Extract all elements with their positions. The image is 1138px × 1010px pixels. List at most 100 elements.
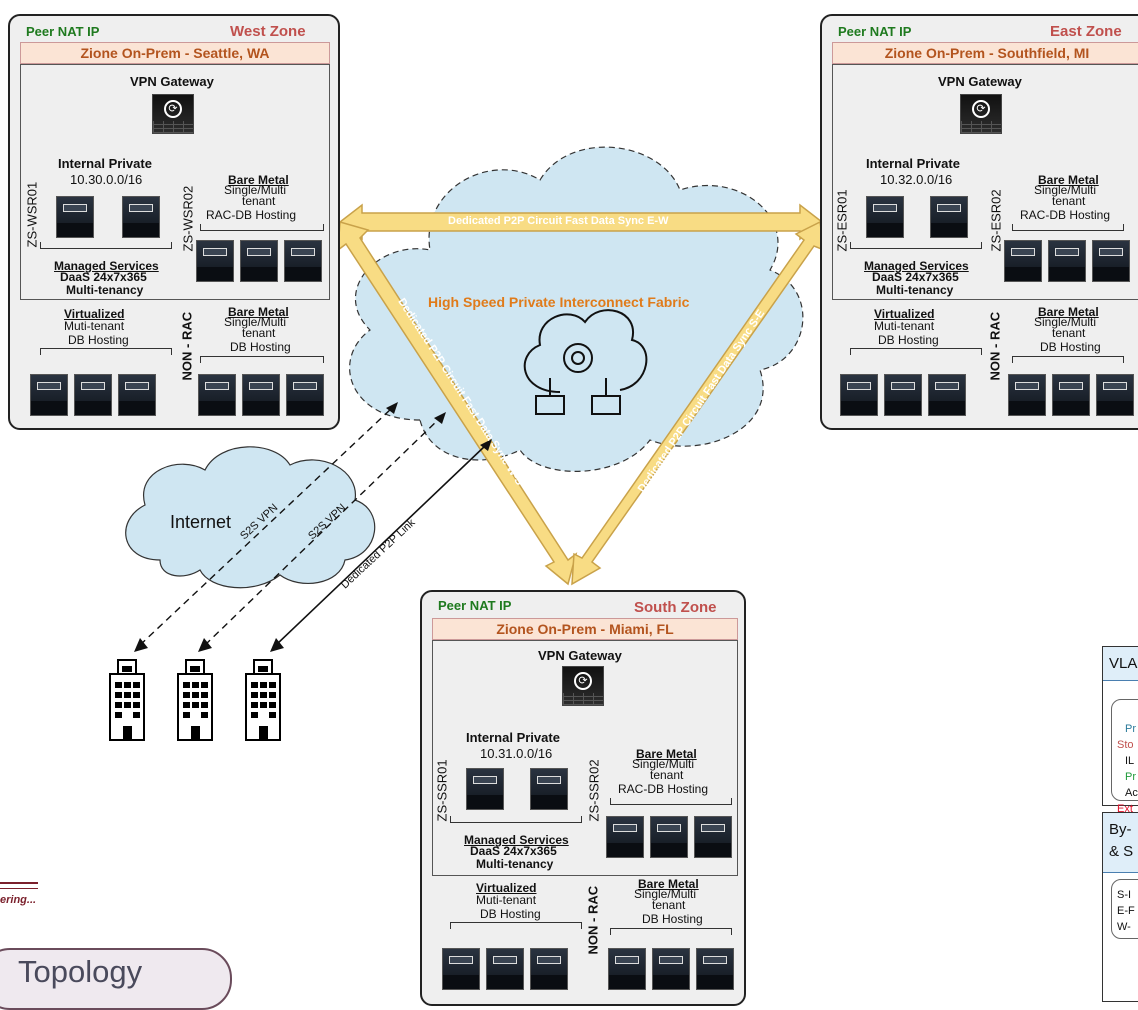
east-bm-top-title: Bare Metal	[1038, 173, 1099, 187]
south-ssr02-server	[530, 768, 568, 810]
bypass-panel: By- & S S-I E-F W-	[1102, 812, 1138, 1002]
east-ssr02-server	[930, 196, 968, 238]
south-vpn-box	[432, 640, 738, 876]
west-bm-top-line3: tenant	[242, 194, 276, 208]
south-bm-top-bracket	[610, 798, 732, 805]
south-bm-bottom-server-1	[608, 948, 646, 990]
west-firewall-icon: ⟳	[152, 94, 194, 134]
west-bm-top-bracket	[200, 224, 324, 231]
east-vpn-gateway-label: VPN Gateway	[938, 74, 1022, 89]
west-bm-bottom-title: Bare Metal	[228, 305, 289, 319]
west-internal-cidr: 10.30.0.0/16	[70, 172, 143, 187]
west-peer-nat-ip: Peer NAT IP	[26, 24, 100, 39]
east-bm-bottom-title: Bare Metal	[1038, 305, 1099, 319]
east-bm-bottom-line4: DB Hosting	[1040, 340, 1101, 354]
vlan-list-box	[1111, 699, 1138, 801]
south-virt-bracket	[450, 922, 582, 929]
west-ssr02-label: ZS-WSR02	[180, 185, 196, 252]
east-virt-line3: DB Hosting	[878, 333, 939, 347]
west-bm-top-server-1	[196, 240, 234, 282]
fabric-title: High Speed Private Interconnect Fabric	[428, 294, 690, 310]
topology-button[interactable]: Topology	[0, 948, 232, 1010]
south-bm-bottom-line3: tenant	[652, 898, 686, 912]
south-bm-top-line4: RAC-DB Hosting	[618, 782, 709, 796]
east-virt-title: Virtualized	[874, 307, 935, 321]
circuit-ew-label: Dedicated P2P Circuit Fast Data Sync E-W	[448, 215, 669, 227]
bypass-item: S-I	[1117, 889, 1132, 901]
west-bm-bottom-line4: DB Hosting	[230, 340, 291, 354]
vlan-item: Pr	[1125, 723, 1136, 735]
south-managed-bracket	[450, 816, 582, 823]
south-virt-line3: DB Hosting	[480, 907, 541, 921]
south-bm-top-line3: tenant	[650, 768, 684, 782]
west-ssr01-label: ZS-WSR01	[24, 181, 40, 248]
south-bm-bottom-server-2	[652, 948, 690, 990]
building-icon	[177, 659, 213, 741]
south-internal-private-label: Internal Private	[466, 730, 560, 745]
south-peer-nat-ip: Peer NAT IP	[438, 598, 512, 613]
west-managed-bracket	[40, 242, 172, 249]
south-zone-name: South Zone	[634, 599, 717, 616]
west-site-title: Zione On-Prem - Seattle, WA	[20, 42, 330, 64]
s2s-vpn-line-1	[139, 407, 393, 646]
south-bm-bottom-line2: Single/Multi	[634, 887, 697, 901]
west-virt-bracket	[40, 348, 172, 355]
south-site-title: Zione On-Prem - Miami, FL	[432, 618, 738, 640]
bypass-list-box	[1111, 879, 1138, 939]
south-firewall-icon: ⟳	[562, 666, 604, 706]
vlan-panel: VLA Pr Sto IL Pr Ac Ext	[1102, 646, 1138, 815]
east-nonrac-label: NON - RAC	[987, 311, 1003, 381]
west-bm-top-server-3	[284, 240, 322, 282]
brand-rule	[0, 882, 38, 884]
east-bm-bottom-server-2	[1052, 374, 1090, 416]
east-bm-top-line3: tenant	[1052, 194, 1086, 208]
east-internal-private-label: Internal Private	[866, 156, 960, 171]
west-ssr02-server	[122, 196, 160, 238]
south-virt-server-3	[530, 948, 568, 990]
west-bm-bottom-bracket	[200, 356, 324, 363]
west-nonrac-label: NON - RAC	[179, 311, 195, 381]
south-bm-top-server-2	[650, 816, 688, 858]
east-site-title: Zione On-Prem - Southfield, MI	[832, 42, 1138, 64]
west-virt-title: Virtualized	[64, 307, 125, 321]
west-bm-top-title: Bare Metal	[228, 173, 289, 187]
south-managed-line2: DaaS 24x7x365	[470, 844, 557, 858]
south-bm-bottom-server-3	[696, 948, 734, 990]
south-bm-bottom-line4: DB Hosting	[642, 912, 703, 926]
south-nonrac-label: NON - RAC	[585, 885, 601, 955]
east-bm-bottom-line3: tenant	[1052, 326, 1086, 340]
s2s-vpn-line-2	[204, 417, 441, 646]
south-ssr01-server	[466, 768, 504, 810]
vlan-panel-title: VLA	[1109, 655, 1138, 672]
vlan-item: Ac	[1125, 787, 1138, 799]
east-bm-top-bracket	[1012, 224, 1124, 231]
east-zone-name: East Zone	[1050, 23, 1122, 40]
east-bm-top-line4: RAC-DB Hosting	[1020, 208, 1111, 222]
building-icon	[109, 659, 145, 741]
east-firewall-icon: ⟳	[960, 94, 1002, 134]
east-bm-top-line2: Single/Multi	[1034, 183, 1097, 197]
bypass-panel-title-2: & S	[1109, 843, 1134, 860]
south-managed-title: Managed Services	[464, 833, 569, 847]
east-ssr01-label: ZS-ESR01	[834, 189, 850, 252]
east-vpn-box	[832, 64, 1138, 300]
east-ssr02-label: ZS-ESR02	[988, 189, 1004, 252]
vlan-panel-header: VLA	[1103, 647, 1138, 681]
south-ssr01-label: ZS-SSR01	[434, 759, 450, 822]
west-bm-bottom-server-3	[286, 374, 324, 416]
south-bm-top-title: Bare Metal	[636, 747, 697, 761]
east-bm-bottom-server-3	[1096, 374, 1134, 416]
east-internal-cidr: 10.32.0.0/16	[880, 172, 953, 187]
topology-label: Topology	[18, 954, 143, 989]
west-managed-line3: Multi-tenancy	[66, 283, 144, 297]
west-virt-server-2	[74, 374, 112, 416]
vlan-item: Pr	[1125, 771, 1136, 783]
west-vpn-gateway-label: VPN Gateway	[130, 74, 214, 89]
bypass-panel-header: By- & S	[1103, 813, 1138, 873]
brand-tagline: ering...	[0, 894, 37, 906]
south-ssr02-label: ZS-SSR02	[586, 759, 602, 822]
east-bm-bottom-server-1	[1008, 374, 1046, 416]
east-ssr01-server	[866, 196, 904, 238]
west-bm-bottom-server-2	[242, 374, 280, 416]
